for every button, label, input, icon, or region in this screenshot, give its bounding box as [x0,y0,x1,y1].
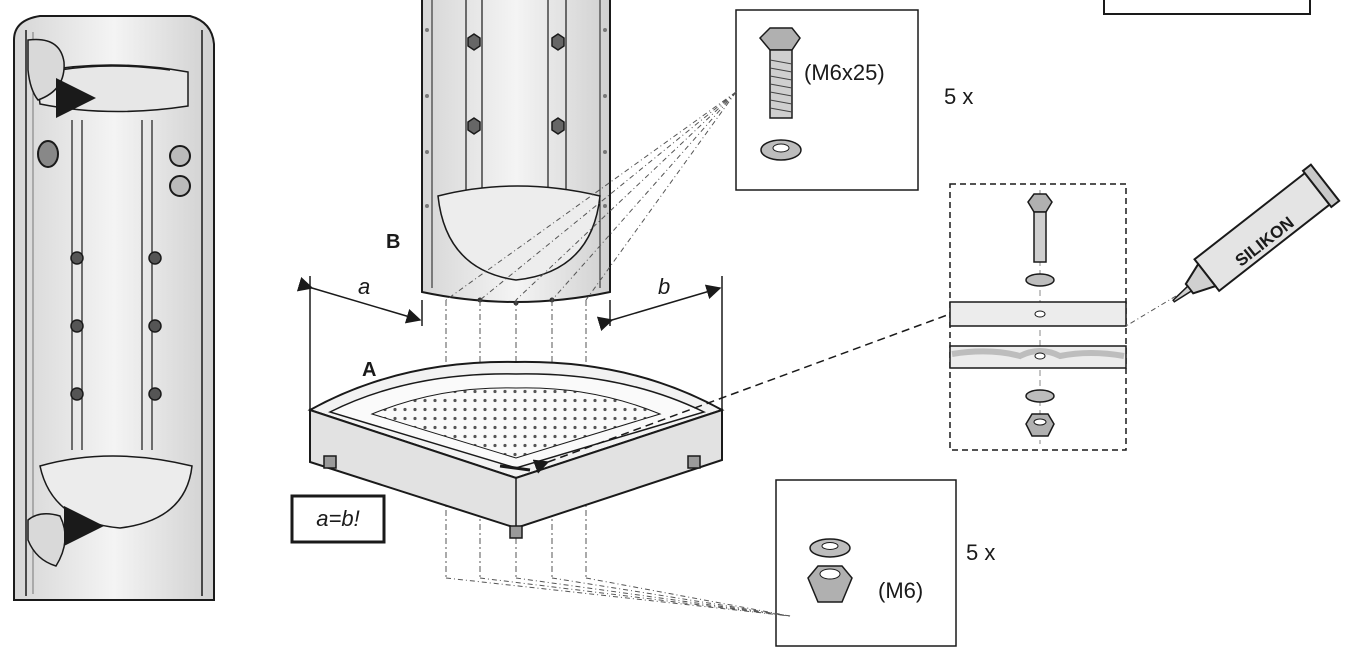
part-b-label: B [386,231,400,253]
shower-tray-a [307,360,725,539]
bolt-shank-icon [1033,211,1047,263]
silicone-bead [951,348,1125,360]
bolt-head-icon [1027,193,1053,213]
peel-arrow-bottom-icon [63,506,104,547]
back-panel-b [421,0,611,306]
nut-spec: (M6) [878,578,923,603]
dimension-lines [296,276,723,410]
nut-icon [807,565,853,603]
seal-detail-box [949,183,1127,451]
bolt-callout-lines [445,91,737,301]
washer-icon [1025,273,1055,287]
dimension-b-label: b [658,274,670,299]
nut-callout-lines [445,577,791,617]
bolt-quantity: 5 x [944,84,973,109]
equal-note-frame [290,494,386,544]
bolt-spec: (M6x25) [804,60,885,85]
control-knob-icon [169,175,191,197]
alignment-guides [445,300,587,578]
nut-detail-box [775,479,957,647]
massage-jets [70,251,162,401]
part-a-label: A [362,359,376,381]
shower-column [13,15,215,601]
silicone-tube-icon [1172,163,1341,303]
washer-icon [1025,389,1055,403]
silicone-pointer-line [1125,295,1177,327]
equal-note: a=b! [316,506,359,531]
dimension-a-label: a [358,274,370,299]
corner-frame [1103,0,1311,15]
panel-speaker-icon [37,140,59,168]
bolt-detail-box [735,9,919,191]
control-knob-icon [169,145,191,167]
tray-feet [323,455,701,539]
detail-pointer-arrow [532,313,951,474]
nut-quantity: 5 x [966,540,995,565]
